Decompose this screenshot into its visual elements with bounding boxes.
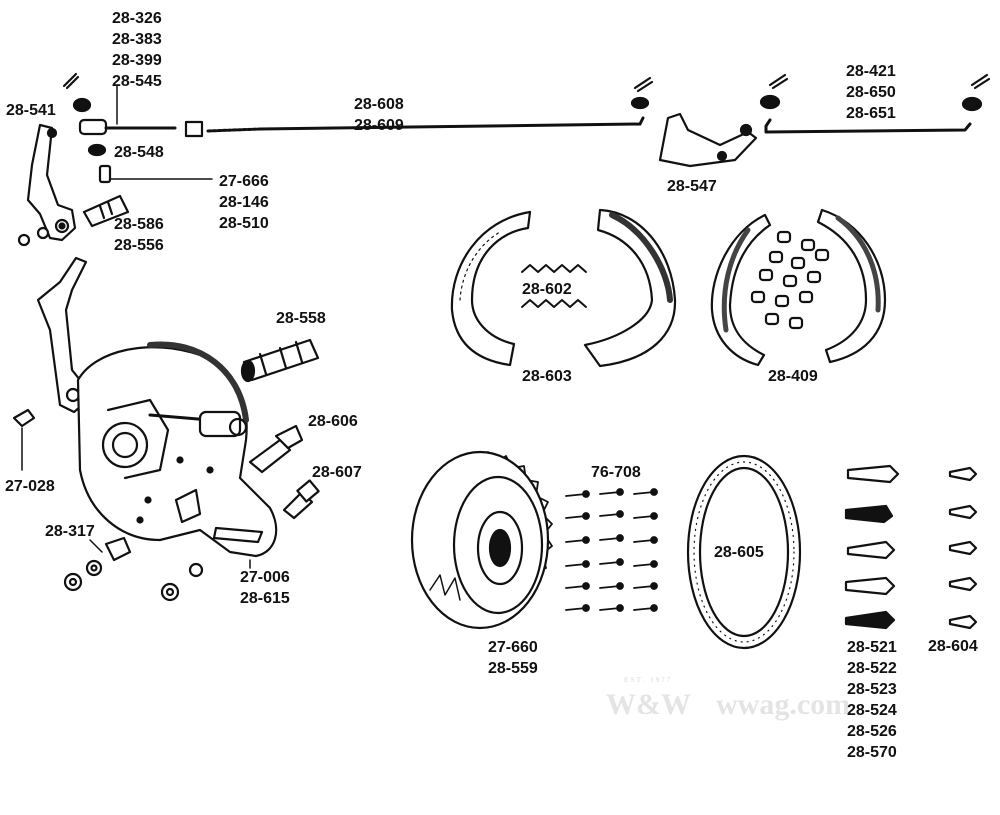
label-group-28-421: 28-421 28-650 28-651	[846, 61, 896, 124]
label-28-146: 28-146	[219, 194, 269, 211]
label-28-605: 28-605	[714, 544, 764, 561]
label-28-510: 28-510	[219, 215, 269, 232]
label-28-608: 28-608	[354, 96, 404, 113]
label-28-522: 28-522	[847, 660, 897, 677]
cotter-pin	[64, 74, 78, 88]
bell-crank-28-547	[660, 114, 756, 166]
brake-shoe-right	[585, 210, 675, 366]
label-28-570: 28-570	[847, 744, 897, 761]
brake-lining-right	[818, 210, 885, 362]
label-28-556: 28-556	[114, 237, 164, 254]
label-27-666: 27-666	[219, 173, 269, 190]
label-group-27-666: 27-666 28-146 28-510	[219, 171, 269, 234]
label-27-660: 27-660	[488, 639, 538, 656]
label-28-541: 28-541	[6, 102, 56, 119]
label-28-604: 28-604	[928, 638, 978, 655]
watermark-text: wwag.com	[716, 688, 851, 721]
brake-drum-27-660	[412, 452, 552, 628]
lining-ring-28-605	[688, 456, 800, 648]
label-group-27-006: 27-006 28-615	[240, 567, 290, 609]
label-28-383: 28-383	[112, 31, 162, 48]
rivets-28-409	[752, 232, 828, 328]
label-27-028: 27-028	[5, 478, 55, 495]
rivets-76-708	[566, 489, 657, 611]
label-28-521: 28-521	[847, 639, 897, 656]
label-28-399: 28-399	[112, 52, 162, 69]
clevis-pin-top	[632, 78, 652, 108]
label-28-650: 28-650	[846, 84, 896, 101]
washer-28-317	[90, 538, 130, 560]
bolt-27-028	[14, 410, 34, 470]
label-28-326: 28-326	[112, 10, 162, 27]
label-group-top: 28-326 28-383 28-399 28-545	[112, 8, 162, 92]
label-group-28-521: 28-521 28-522 28-523 28-524 28-526 28-57…	[847, 637, 897, 763]
label-28-651: 28-651	[846, 105, 896, 122]
adjuster-28-586	[84, 196, 128, 226]
brake-shoe-left	[452, 212, 530, 365]
clevis-28-548	[80, 120, 175, 155]
wheel-cylinder-28-558	[242, 340, 318, 381]
label-28-609: 28-609	[354, 117, 404, 134]
label-28-421: 28-421	[846, 63, 896, 80]
label-28-526: 28-526	[847, 723, 897, 740]
label-28-603: 28-603	[522, 368, 572, 385]
label-28-615: 28-615	[240, 590, 290, 607]
washer-28-541	[74, 99, 90, 111]
springs-28-602	[522, 265, 586, 307]
label-28-545: 28-545	[112, 73, 162, 90]
label-28-524: 28-524	[847, 702, 897, 719]
watermark-est: EST. 1977	[624, 676, 673, 684]
nuts-lower	[65, 561, 202, 600]
fitting-28-607	[284, 480, 319, 518]
label-28-586: 28-586	[114, 216, 164, 233]
label-28-607: 28-607	[312, 464, 362, 481]
label-27-006: 27-006	[240, 569, 290, 586]
label-group-28-608: 28-608 28-609	[354, 94, 404, 136]
backing-plate	[78, 344, 276, 556]
label-group-27-660: 27-660 28-559	[488, 637, 538, 679]
fittings-28-521	[846, 466, 898, 628]
label-28-547: 28-547	[667, 178, 717, 195]
brake-lever-upper	[19, 125, 75, 245]
label-28-559: 28-559	[488, 660, 538, 677]
label-28-558: 28-558	[276, 310, 326, 327]
brake-rod-28-608	[208, 118, 643, 131]
label-28-409: 28-409	[768, 368, 818, 385]
label-group-28-586: 28-586 28-556	[114, 214, 164, 256]
label-76-708: 76-708	[591, 464, 641, 481]
label-28-548: 28-548	[114, 144, 164, 161]
brake-lining-left	[712, 215, 770, 365]
label-28-317: 28-317	[45, 523, 95, 540]
label-28-602: 28-602	[522, 281, 572, 298]
label-28-606: 28-606	[308, 413, 358, 430]
bleeder-28-606	[250, 426, 302, 472]
watermark: W&W EST. 1977 wwag.com	[606, 676, 926, 740]
brake-rod-28-421	[761, 75, 989, 132]
pin-27-666	[100, 166, 212, 182]
watermark-logo: W&W	[606, 688, 691, 721]
nut-28-608	[186, 122, 202, 136]
label-28-523: 28-523	[847, 681, 897, 698]
fittings-28-604	[950, 468, 976, 628]
